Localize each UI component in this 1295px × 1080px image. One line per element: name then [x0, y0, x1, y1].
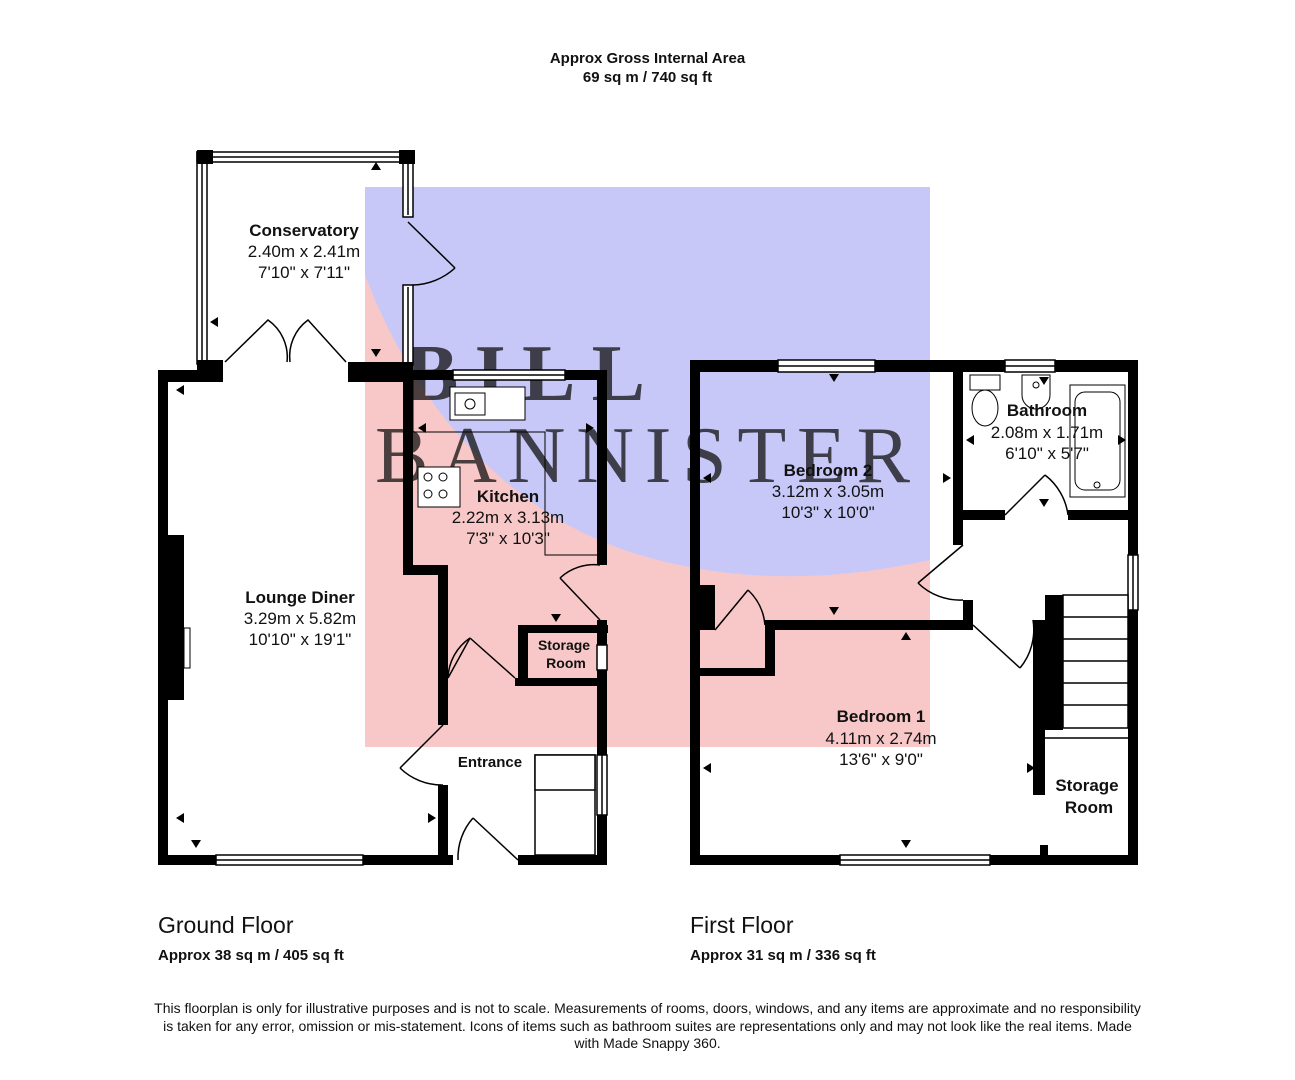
- conservatory-metric: 2.40m x 2.41m: [248, 242, 360, 261]
- ground-floor-plan: [158, 150, 608, 866]
- bathroom-imperial: 6'10" x 5'7": [1005, 444, 1089, 463]
- kitchen-door: [559, 563, 601, 621]
- first-walls: [690, 360, 1138, 865]
- ground-dimension-arrows: [176, 162, 594, 848]
- hall-door: [447, 637, 516, 679]
- lounge-metric: 3.29m x 5.82m: [244, 609, 356, 628]
- bedroom2-metric: 3.12m x 3.05m: [772, 482, 884, 501]
- conservatory-name: Conservatory: [249, 221, 359, 240]
- watermark-logo: BILL BANNISTER: [365, 187, 930, 747]
- ground-windows: [215, 369, 608, 866]
- staircase: [1045, 594, 1129, 739]
- ground-walls: [158, 360, 608, 865]
- ground-floor-area: Approx 38 sq m / 405 sq ft: [158, 947, 344, 964]
- bedroom1-imperial: 13'6" x 9'0": [839, 750, 923, 769]
- entrance-name: Entrance: [458, 754, 522, 771]
- bedroom1-name: Bedroom 1: [837, 707, 926, 726]
- first-floor-area: Approx 31 sq m / 336 sq ft: [690, 947, 876, 964]
- first-floor-doors: [714, 474, 1069, 669]
- bathroom-name: Bathroom: [1007, 401, 1087, 420]
- bathroom-fittings: [969, 374, 1126, 498]
- first-dimension-arrows: [703, 374, 1126, 848]
- ground-storage-line2: Room: [546, 655, 586, 671]
- conservatory-imperial: 7'10" x 7'11": [258, 263, 350, 282]
- entrance-cupboard: [534, 754, 596, 856]
- lounge-name: Lounge Diner: [245, 588, 355, 607]
- first-windows: [777, 359, 1139, 866]
- gross-area-title: Approx Gross Internal Area: [549, 50, 746, 67]
- ground-floor-title: Ground Floor: [158, 912, 294, 938]
- kitchen-imperial: 7'3" x 10'3": [466, 529, 550, 548]
- kitchen-name: Kitchen: [477, 487, 539, 506]
- first-floor-plan: [690, 359, 1139, 866]
- lounge-entrance-door: [399, 724, 444, 786]
- kitchen-metric: 2.22m x 3.13m: [452, 508, 564, 527]
- fireplace: [168, 535, 184, 700]
- front-door: [457, 817, 519, 861]
- first-floor-title: First Floor: [690, 912, 794, 938]
- lounge-imperial: 10'10" x 19'1": [249, 630, 352, 649]
- first-storage-line2: Room: [1065, 798, 1113, 817]
- disclaimer-text: This floorplan is only for illustrative …: [154, 1000, 1141, 1051]
- ground-storage-line1: Storage: [538, 637, 590, 653]
- lounge-french-doors: [224, 318, 347, 363]
- conservatory-door: [407, 221, 456, 286]
- bedroom2-imperial: 10'3" x 10'0": [781, 503, 874, 522]
- first-storage-line1: Storage: [1055, 776, 1118, 795]
- gross-area-value: 69 sq m / 740 sq ft: [582, 69, 713, 86]
- room-labels: Conservatory 2.40m x 2.41m 7'10" x 7'11"…: [244, 221, 1119, 817]
- bathroom-metric: 2.08m x 1.71m: [991, 423, 1103, 442]
- kitchen-units: [412, 380, 597, 556]
- bedroom2-name: Bedroom 2: [784, 461, 873, 480]
- bedroom1-metric: 4.11m x 2.74m: [825, 729, 936, 748]
